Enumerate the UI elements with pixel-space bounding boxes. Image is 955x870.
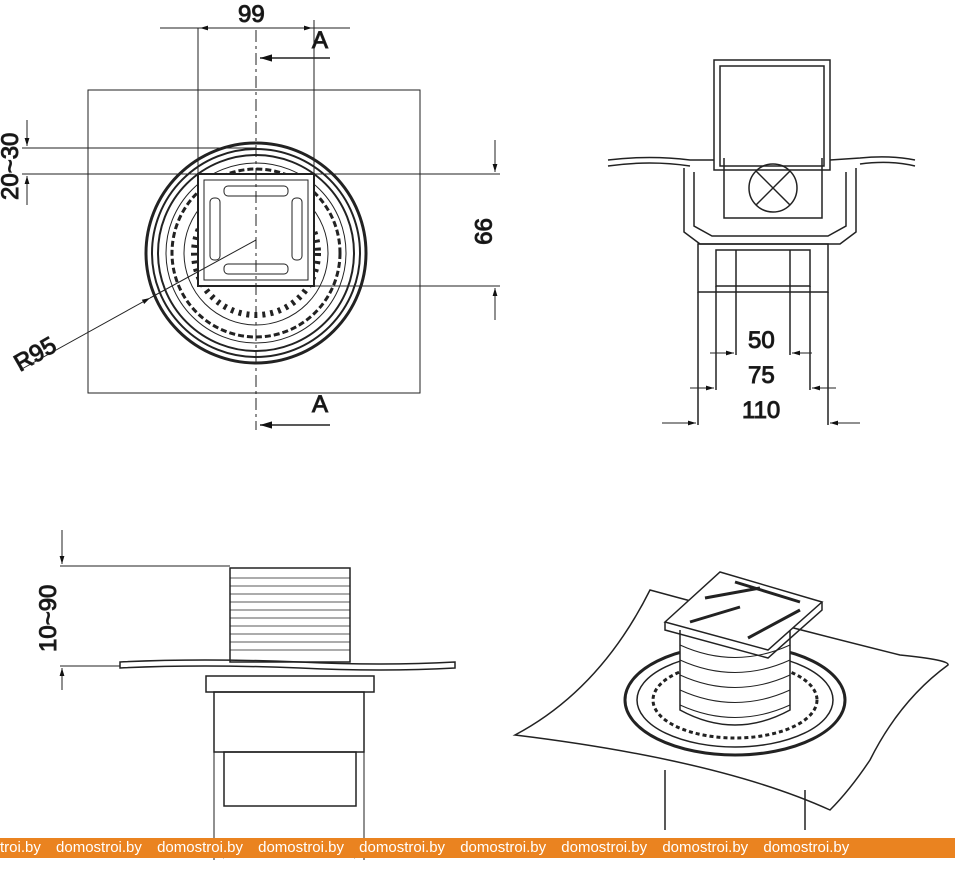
section-mark-top: A: [312, 27, 328, 54]
watermark-text: domostroi.by: [460, 839, 547, 856]
watermark-strip: troi.by domostroi.by domostroi.by domost…: [0, 838, 955, 858]
watermark-text: domostroi.by: [763, 839, 850, 856]
section-view: [607, 59, 916, 426]
section-mark-bottom: A: [312, 391, 328, 418]
dim-height-99: 99: [469, 218, 496, 245]
top-view: [19, 20, 500, 430]
dim-110: 110: [742, 397, 780, 424]
dim-50: 50: [748, 327, 775, 354]
dim-75: 75: [748, 362, 775, 389]
dim-10-90: 10~90: [35, 585, 62, 652]
dim-radius-r95: R95: [10, 332, 62, 377]
watermark-text: domostroi.by: [157, 839, 243, 856]
watermark-text: troi.by: [0, 839, 41, 856]
watermark-text: domostroi.by: [258, 839, 344, 856]
isometric-view: [512, 571, 949, 830]
side-view: [59, 530, 456, 860]
dim-offset-20-30: 20~30: [0, 133, 24, 200]
dim-width-99: 99: [238, 1, 265, 28]
watermark-text: domostroi.by: [662, 839, 749, 856]
watermark-text: domostroi.by: [56, 839, 142, 856]
watermark-text: domostroi.by: [561, 839, 648, 856]
watermark-text: domostroi.by: [359, 839, 446, 856]
